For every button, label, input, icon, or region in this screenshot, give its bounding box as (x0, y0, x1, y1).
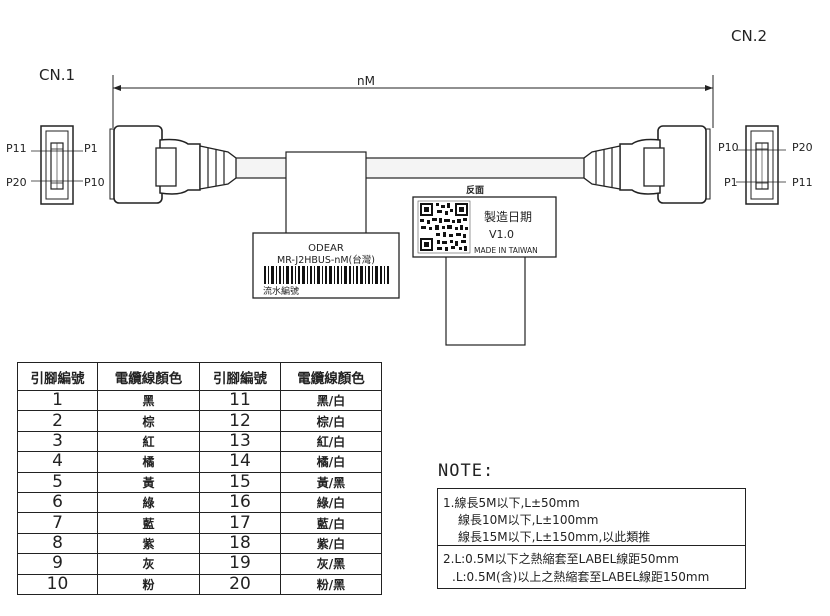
pin-number-cell: 20 (199, 573, 281, 595)
note-line-2: 線長10M以下,L±100mm (458, 513, 599, 527)
back-label-heading: 反面 (466, 184, 484, 196)
length-label: nM (357, 74, 375, 88)
pin-number-cell: 11 (199, 389, 281, 412)
wire-color-cell: 紅/白 (280, 430, 382, 453)
header-wire-color-1: 電纜線顏色 (97, 362, 200, 391)
pin-number-cell: 15 (199, 471, 281, 493)
pin-number-cell: 19 (199, 553, 281, 575)
cn2-label: CN.2 (731, 27, 767, 45)
pin-number-cell: 10 (17, 573, 98, 595)
note-line-1: 1.線長5M以下,L±50mm (443, 496, 580, 510)
cn2-pin-p20: P20 (792, 141, 813, 154)
wire-color-cell: 橘/白 (280, 451, 382, 473)
label-model: MR-J2HBUS-nM(台灣) (277, 254, 375, 266)
note-box: 1.線長5M以下,L±50mm 線長10M以下,L±100mm 線長15M以下,… (437, 488, 746, 589)
wire-color-cell: 黑/白 (280, 389, 382, 412)
qr-code (417, 200, 471, 254)
cn1-pin-p20: P20 (6, 176, 27, 189)
wire-color-cell: 灰 (97, 553, 200, 575)
pin-number-cell: 6 (17, 491, 98, 514)
cn1-pin-p1: P1 (84, 142, 98, 155)
note-line-3: 線長15M以下,L±150mm,以此類推 (458, 530, 651, 544)
wire-color-cell: 棕 (97, 410, 200, 432)
cn1-label: CN.1 (39, 66, 75, 84)
note-line-4: 2.L:0.5M以下之熱縮套至LABEL線距50mm (443, 552, 679, 566)
pin-number-cell: 7 (17, 512, 98, 534)
pin-number-cell: 9 (17, 553, 98, 575)
pin-number-cell: 4 (17, 451, 98, 473)
pin-number-cell: 13 (199, 430, 281, 453)
note-line-5: .L:0.5M(含)以上之熱縮套至LABEL線距150mm (452, 570, 710, 584)
wire-color-cell: 藍/白 (280, 512, 382, 534)
cable (231, 157, 589, 179)
cn1-face-view: P11 P1 P20 P10 (6, 125, 105, 205)
wire-color-cell: 紅 (97, 430, 200, 453)
length-dimension: nM (112, 74, 714, 128)
label-brand: ODEAR (308, 243, 344, 254)
back-label-origin: MADE IN TAIWAN (474, 246, 538, 255)
note-title: NOTE: (438, 461, 495, 481)
back-label: 反面 製造日期 V1.0 MADE IN TAIWAN (412, 184, 557, 346)
wire-color-cell: 紫 (97, 532, 200, 555)
cn2-pin-p10: P10 (718, 141, 739, 154)
cn2-pin-p11: P11 (792, 176, 813, 189)
note-section-1 (438, 489, 745, 546)
wire-color-cell: 粉/黑 (280, 573, 382, 595)
wire-color-cell: 黃 (97, 471, 200, 493)
pin-number-cell: 17 (199, 512, 281, 534)
wire-color-cell: 棕/白 (280, 410, 382, 432)
left-plug (109, 125, 237, 204)
header-pin-number-1: 引腳編號 (17, 362, 98, 391)
pin-number-cell: 3 (17, 430, 98, 453)
front-label: ODEAR MR-J2HBUS-nM(台灣) (252, 151, 400, 299)
pin-number-cell: 12 (199, 410, 281, 432)
wire-color-cell: 黑 (97, 389, 200, 412)
header-pin-number-2: 引腳編號 (199, 362, 281, 391)
header-wire-color-2: 電纜線顏色 (280, 362, 382, 391)
back-label-version: V1.0 (489, 228, 514, 241)
back-label-date: 製造日期 (484, 210, 532, 224)
cn2-face-view: P10 P20 P1 P11 (718, 125, 813, 205)
wire-color-cell: 綠 (97, 491, 200, 514)
cable-drawing: CN.1 CN.2 nM P11 P1 P20 P10 P10 P20 (6, 27, 813, 346)
table-header-row: 引腳編號 電纜線顏色 引腳編號 電纜線顏色 (17, 362, 382, 391)
pin-number-cell: 5 (17, 471, 98, 493)
pin-number-cell: 14 (199, 451, 281, 473)
barcode (264, 266, 389, 284)
cn1-pin-p11: P11 (6, 142, 27, 155)
pin-number-cell: 2 (17, 410, 98, 432)
wire-color-cell: 灰/黑 (280, 553, 382, 575)
wire-color-cell: 藍 (97, 512, 200, 534)
cn2-pin-p1: P1 (724, 176, 738, 189)
wire-color-cell: 粉 (97, 573, 200, 595)
pin-number-cell: 1 (17, 389, 98, 412)
wire-color-cell: 綠/白 (280, 491, 382, 514)
cn1-pin-p10: P10 (84, 176, 105, 189)
label-serial: 流水編號 (263, 285, 299, 297)
right-plug (583, 125, 711, 204)
pin-number-cell: 18 (199, 532, 281, 555)
pin-number-cell: 8 (17, 532, 98, 555)
wire-color-cell: 橘 (97, 451, 200, 473)
pin-number-cell: 16 (199, 491, 281, 514)
wire-color-cell: 黃/黑 (280, 471, 382, 493)
wire-color-cell: 紫/白 (280, 532, 382, 555)
